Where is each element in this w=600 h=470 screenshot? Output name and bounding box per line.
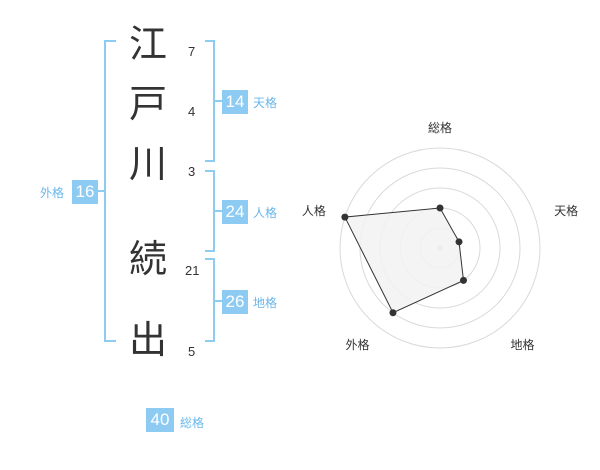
- radar-ring-5: [339, 147, 541, 349]
- radar-axis-label-2: 天格: [554, 203, 578, 218]
- tenkaku-label: 天格: [253, 96, 278, 110]
- radar-point-2: [455, 238, 463, 246]
- radar-point-1: [436, 204, 444, 212]
- stroke-count-3: 3: [188, 164, 196, 179]
- tenkaku-connector: [214, 100, 222, 102]
- radar-axis-label-1: 総格: [428, 120, 452, 135]
- soukaku-value: 40: [146, 408, 174, 432]
- chikaku-connector: [214, 300, 222, 302]
- name-char-2: 戸: [128, 82, 167, 126]
- radar-point-5: [341, 213, 349, 221]
- stroke-count-5: 5: [188, 344, 196, 359]
- name-char-5: 出: [128, 318, 167, 362]
- name-char-4: 続: [128, 237, 167, 281]
- stroke-count-4: 21: [185, 263, 200, 278]
- stroke-count-1: 7: [188, 44, 196, 59]
- name-char-3: 川: [128, 142, 167, 186]
- gaikaku-value: 16: [72, 180, 98, 204]
- radar-axis-label-3: 地格: [511, 337, 535, 352]
- radar-axis-label-4: 外格: [345, 337, 369, 352]
- chikaku-label: 地格: [253, 296, 278, 310]
- jinkaku-label: 人格: [253, 206, 278, 220]
- chikaku-value: 26: [222, 290, 248, 314]
- radar-data-polygon: [344, 207, 465, 314]
- radar-axis-label-5: 人格: [302, 203, 326, 218]
- radar-point-3: [460, 276, 468, 284]
- tenkaku-value: 14: [222, 90, 248, 114]
- stroke-count-2: 4: [188, 104, 196, 119]
- jinkaku-connector: [214, 210, 222, 212]
- gaikaku-connector: [98, 190, 106, 192]
- name-char-1: 江: [128, 22, 167, 66]
- soukaku-label: 総格: [180, 416, 205, 430]
- radar-point-4: [389, 309, 397, 317]
- gaikaku-label: 外格: [40, 186, 65, 200]
- jinkaku-value: 24: [222, 200, 248, 224]
